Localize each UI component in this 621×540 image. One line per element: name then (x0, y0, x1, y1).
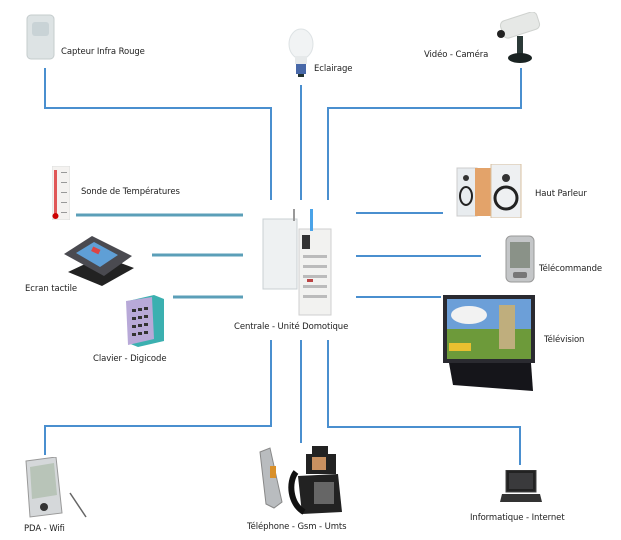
light-bulb-icon (287, 26, 315, 78)
control-unit-icon (261, 207, 341, 317)
wire-pc (327, 340, 521, 465)
speaker-icon (455, 163, 523, 219)
label-tv: Télévision (544, 335, 585, 345)
television-icon (443, 295, 535, 393)
label-pda: PDA - Wifi (24, 524, 65, 534)
wire-pda (44, 340, 272, 455)
label-ir: Capteur Infra Rouge (61, 47, 145, 57)
label-remote: Télécommande (539, 264, 603, 274)
label-temp: Sonde de Températures (81, 187, 180, 197)
motion-sensor-icon (26, 14, 56, 60)
wire-cam (327, 68, 522, 200)
video-camera-icon (495, 11, 545, 64)
label-keypad: Clavier - Digicode (93, 354, 167, 364)
touch-screen-icon (62, 232, 136, 288)
label-light: Eclairage (314, 64, 353, 74)
remote-control-icon (505, 235, 535, 283)
label-phone: Téléphone - Gsm - Umts (247, 522, 347, 532)
thermometer-icon (51, 165, 71, 221)
label-touch: Ecran tactile (25, 284, 78, 294)
center-label: Centrale - Unité Domotique (234, 322, 349, 332)
label-speaker: Haut Parleur (535, 189, 587, 199)
keypad-icon (124, 295, 166, 347)
wire-ir (44, 68, 272, 200)
telephone-icon (258, 446, 350, 516)
label-pc: Informatique - Internet (470, 513, 565, 523)
pda-icon (22, 456, 92, 519)
laptop-icon (500, 469, 542, 504)
label-cam: Vidéo - Caméra (424, 50, 489, 60)
